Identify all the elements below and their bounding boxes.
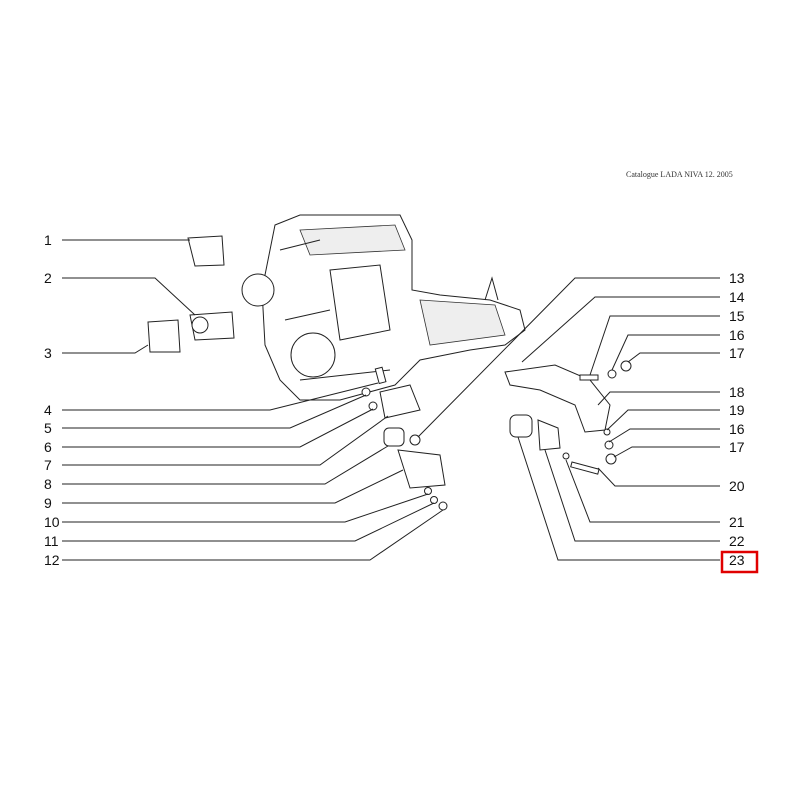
label-23: 23 — [729, 552, 745, 568]
label-10: 10 — [44, 514, 60, 530]
part-4-bolt — [374, 366, 387, 385]
label-8: 8 — [44, 476, 52, 492]
engine-illustration — [241, 214, 526, 401]
part-7-bracket — [379, 384, 421, 419]
label-20: 20 — [729, 478, 745, 494]
label-16: 16 — [729, 327, 745, 343]
part-16-17-washer-nut — [604, 360, 632, 465]
part-8-cushion — [383, 427, 405, 447]
label-19: 19 — [729, 402, 745, 418]
label-7: 7 — [44, 457, 52, 473]
label-13: 13 — [729, 270, 745, 286]
label-18: 18 — [729, 384, 745, 400]
label-15: 15 — [729, 308, 745, 324]
part-10-12-hardware — [424, 487, 448, 511]
part-15-stud — [579, 374, 599, 381]
label-3: 3 — [44, 345, 52, 361]
part-1-bracket — [187, 235, 225, 267]
label-6: 6 — [44, 439, 52, 455]
label-5: 5 — [44, 420, 52, 436]
label-2: 2 — [44, 270, 52, 286]
part-21-20-bolt — [562, 452, 600, 475]
part-3-bracket — [147, 319, 181, 353]
label-12: 12 — [44, 552, 60, 568]
part-5-6-washers — [361, 387, 378, 411]
label-11: 11 — [44, 533, 59, 549]
label-9: 9 — [44, 495, 52, 511]
highlight-box — [720, 550, 759, 574]
label-21: 21 — [729, 514, 745, 530]
label-14: 14 — [729, 289, 745, 305]
label-4: 4 — [44, 402, 52, 418]
part-2-mount — [189, 311, 235, 341]
part-19-washer — [603, 428, 611, 436]
label-17: 17 — [729, 345, 745, 361]
part-23-cushion — [509, 414, 533, 438]
label-22: 22 — [729, 533, 745, 549]
part-9-bracket — [397, 449, 446, 489]
catalogue-header: Catalogue LADA NIVA 12. 2005 — [626, 170, 733, 179]
label-16b: 16 — [729, 421, 745, 437]
part-13-14-nuts — [409, 434, 421, 446]
part-18-crossmember — [504, 364, 611, 433]
label-1: 1 — [44, 232, 52, 248]
leader-lines — [62, 239, 720, 561]
labels-right: 13 14 15 16 17 18 19 16 17 20 21 22 23 — [720, 270, 759, 574]
part-22-bracket — [537, 419, 561, 451]
label-17b: 17 — [729, 439, 745, 455]
labels-left: 1 2 3 4 5 6 7 8 9 10 11 12 — [44, 232, 60, 568]
